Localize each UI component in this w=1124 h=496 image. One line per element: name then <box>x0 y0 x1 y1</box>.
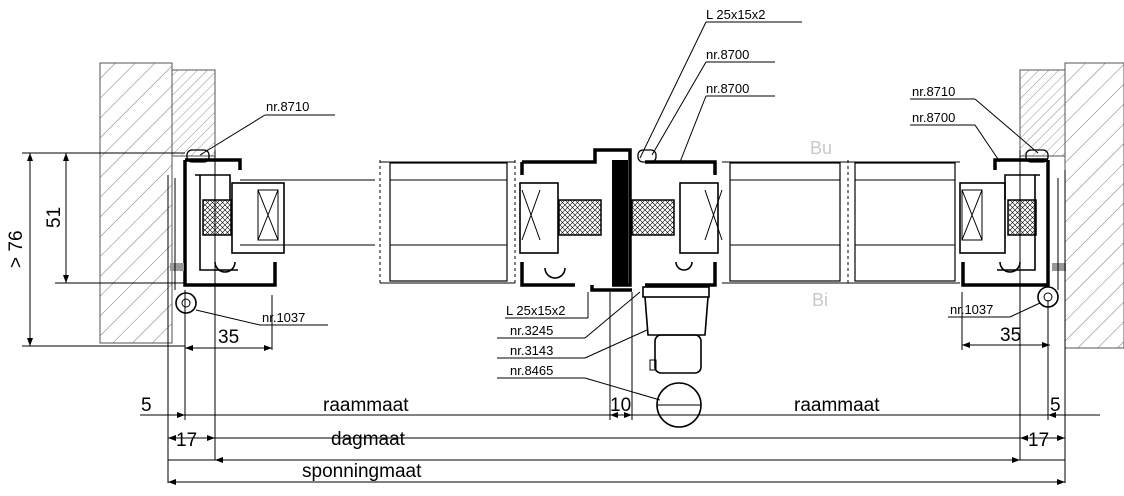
label-nr8700-b: nr.8700 <box>706 81 749 96</box>
dimension-labels: > 76 51 35 35 5 5 17 17 10 raammaat raam… <box>6 207 1061 482</box>
glass-panels <box>240 160 960 285</box>
dim-frame-size-right: raammaat <box>794 395 880 416</box>
dim-rebate-size: sponningmaat <box>302 461 422 482</box>
label-nr3245: nr.3245 <box>510 323 553 338</box>
wall-left <box>99 62 216 344</box>
dim-gap-left: 5 <box>141 395 152 416</box>
dim-offset-right: 35 <box>1000 325 1021 346</box>
label-nr8700-right: nr.8700 <box>912 110 955 125</box>
label-angle-bottom: L 25x15x2 <box>506 303 566 318</box>
dim-offset-left: 35 <box>218 327 239 348</box>
dim-rebate-left: 17 <box>176 430 197 451</box>
profile-left <box>170 149 285 314</box>
part-labels: L 25x15x2 nr.8700 nr.8700 nr.8710 nr.871… <box>262 7 993 378</box>
dim-rebate-right: 17 <box>1028 430 1049 451</box>
profile-right <box>959 149 1066 308</box>
dim-daylight-size: dagmaat <box>331 429 406 450</box>
label-nr1037-right: nr.1037 <box>950 302 993 317</box>
outside-label: Bu <box>810 138 832 158</box>
leader-lines <box>195 21 1041 401</box>
dim-frame-size-left: raammaat <box>323 395 409 416</box>
label-nr8700-a: nr.8700 <box>706 47 749 62</box>
label-nr8465: nr.8465 <box>510 363 553 378</box>
dimension-lines <box>22 150 1100 485</box>
label-angle-top: L 25x15x2 <box>706 7 766 22</box>
dim-depth-total: > 76 <box>6 230 27 268</box>
label-nr8710-left: nr.8710 <box>266 99 309 114</box>
dim-gap-right: 5 <box>1050 395 1061 416</box>
dim-depth-frame: 51 <box>44 207 65 228</box>
profile-center <box>519 148 723 428</box>
inside-label: Bi <box>812 290 828 310</box>
wall-right <box>1019 62 1124 349</box>
label-nr1037-left: nr.1037 <box>262 310 305 325</box>
label-nr8710-right: nr.8710 <box>912 84 955 99</box>
dim-center-gap: 10 <box>610 395 631 416</box>
label-nr3143: nr.3143 <box>510 343 553 358</box>
